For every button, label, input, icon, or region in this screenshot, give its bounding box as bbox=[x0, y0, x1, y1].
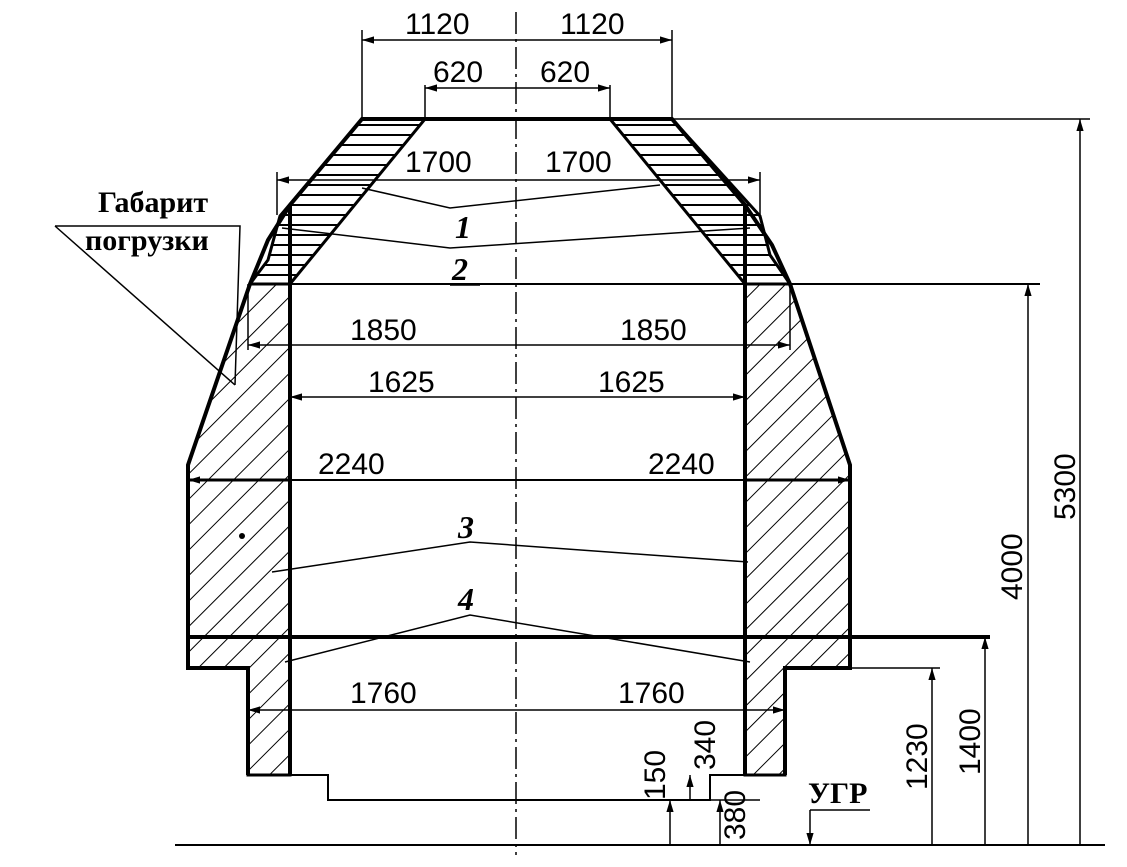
label-2240-right: 2240 bbox=[648, 448, 715, 481]
label-1230: 1230 bbox=[901, 723, 934, 790]
callout-3: 3 bbox=[457, 509, 474, 545]
bottom-profile bbox=[290, 774, 745, 801]
mid-wall-right bbox=[743, 478, 852, 639]
label-1760-right: 1760 bbox=[618, 677, 685, 710]
label-1760-left: 1760 bbox=[350, 677, 417, 710]
label-ugr: УГР bbox=[808, 777, 867, 810]
leader-gabarit bbox=[55, 225, 241, 386]
lower-wall-left bbox=[186, 635, 292, 777]
label-4000: 4000 bbox=[996, 533, 1029, 600]
label-gabarit-1: Габарит bbox=[98, 186, 208, 219]
outer-contour bbox=[186, 117, 852, 775]
label-620-right: 620 bbox=[540, 56, 590, 89]
leader-2 bbox=[281, 227, 751, 249]
label-1850-left: 1850 bbox=[350, 314, 417, 347]
lower-wall-right bbox=[743, 635, 852, 777]
mid-wall-left bbox=[186, 478, 292, 639]
top-cap-right bbox=[606, 117, 793, 286]
label-380: 380 bbox=[719, 790, 752, 840]
label-2240-left: 2240 bbox=[318, 448, 385, 481]
label-620-left: 620 bbox=[433, 56, 483, 89]
label-gabarit-2: погрузки bbox=[85, 224, 209, 257]
callout-4: 4 bbox=[457, 581, 474, 617]
label-1625-left: 1625 bbox=[368, 366, 435, 399]
leader-4 bbox=[284, 614, 751, 663]
label-340: 340 bbox=[689, 720, 722, 770]
label-5300: 5300 bbox=[1049, 453, 1082, 520]
callout-1: 1 bbox=[455, 209, 471, 245]
leader-gabarit-b bbox=[54, 225, 236, 386]
label-1625-right: 1625 bbox=[598, 366, 665, 399]
label-1120-left: 1120 bbox=[405, 8, 470, 41]
callout-2: 2 bbox=[451, 251, 468, 287]
label-1850-right: 1850 bbox=[620, 314, 687, 347]
upper-wall-right bbox=[743, 282, 852, 482]
leader-3 bbox=[271, 541, 749, 573]
leader-1 bbox=[361, 184, 661, 209]
mark-dot bbox=[239, 533, 245, 539]
label-1700-left: 1700 bbox=[405, 146, 472, 179]
label-1120-right: 1120 bbox=[560, 8, 625, 41]
label-1700-right: 1700 bbox=[545, 146, 612, 179]
label-1400: 1400 bbox=[954, 708, 987, 775]
label-150: 150 bbox=[639, 750, 672, 800]
